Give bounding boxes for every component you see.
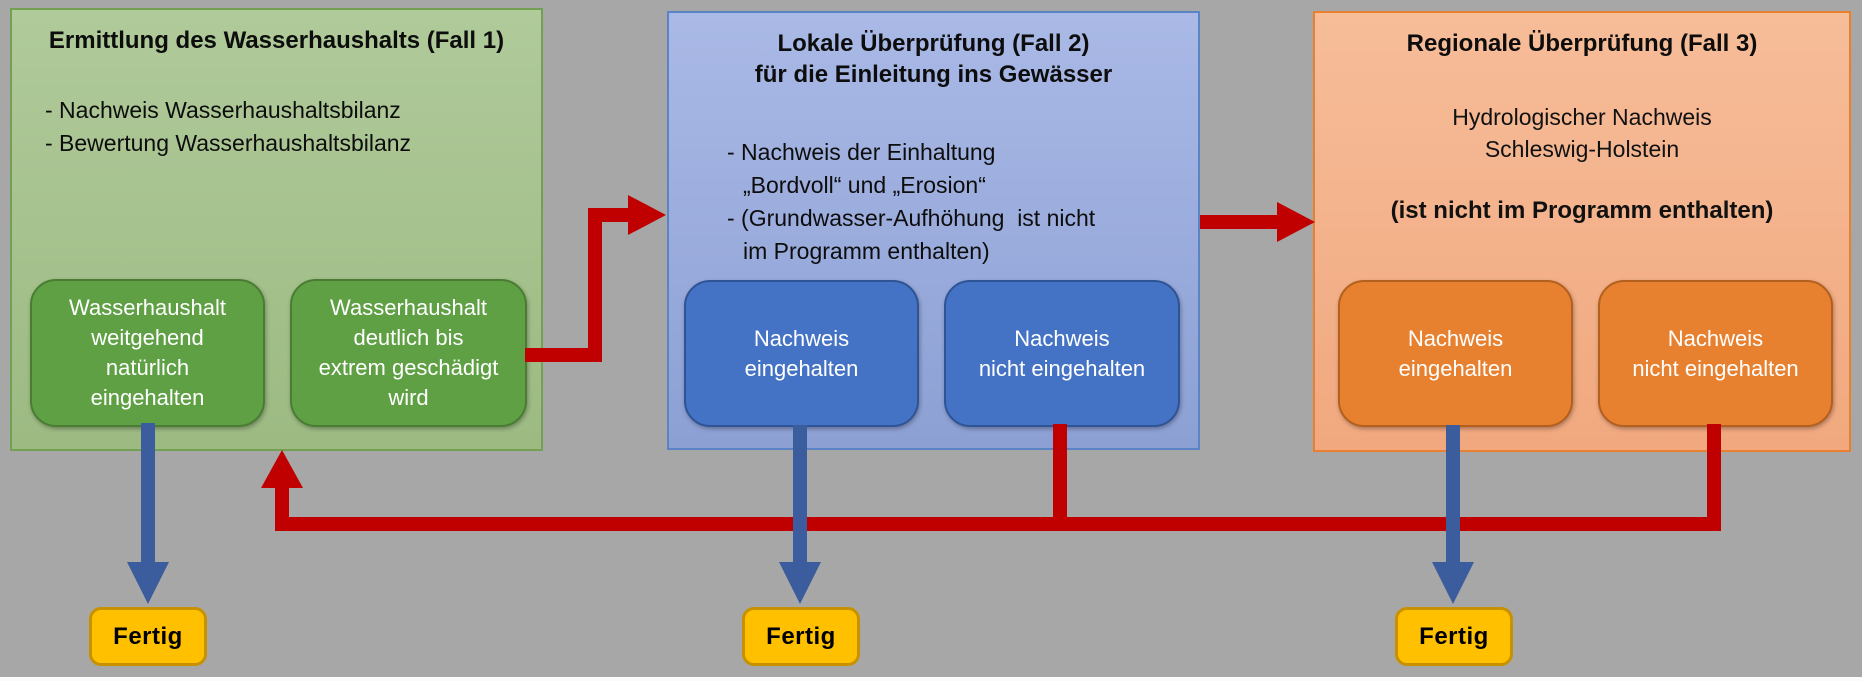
panel-fall1-bullets: - Nachweis Wasserhaushaltsbilanz - Bewer…	[45, 94, 541, 160]
chip-label: Wasserhaushalt deutlich bis extrem gesch…	[318, 295, 499, 410]
chip-label: Nachweis nicht eingehalten	[978, 325, 1146, 381]
panel-fall3: Regionale Überprüfung (Fall 3) Hydrologi…	[1313, 11, 1851, 452]
arrowhead-right-icon	[628, 195, 666, 235]
arrow-segment	[1053, 424, 1067, 531]
arrow-segment	[602, 208, 628, 222]
panel-fall1-title: Ermittlung des Wasserhaushalts (Fall 1)	[48, 27, 505, 54]
panel-fall3-subtitle: Hydrologischer Nachweis Schleswig-Holste…	[1452, 104, 1712, 162]
arrow-segment	[525, 348, 602, 362]
arrowhead-up-icon	[261, 450, 303, 488]
chip-wasserhaushalt-eingehalten: Wasserhaushalt weitgehend natürlich eing…	[30, 279, 265, 427]
panel-fall3-note: (ist nicht im Programm enthalten)	[1390, 197, 1774, 224]
terminal-fertig-fall3: Fertig	[1395, 607, 1513, 666]
bullet-item: „Bordvoll“ und „Erosion“	[743, 172, 986, 198]
arrow-segment	[1446, 425, 1460, 563]
chip-nachweis-nicht-eingehalten-lokal: Nachweis nicht eingehalten	[944, 280, 1180, 427]
bullet-item: - (Grundwasser-Aufhöhung ist nicht	[727, 205, 1096, 231]
terminal-fertig-fall1: Fertig	[89, 607, 207, 666]
arrowhead-down-icon	[1432, 562, 1474, 604]
arrowhead-right-icon	[1277, 202, 1315, 242]
bottom-edge-strip	[0, 677, 1862, 681]
terminal-label: Fertig	[1419, 622, 1489, 650]
chip-nachweis-eingehalten-lokal: Nachweis eingehalten	[684, 280, 919, 427]
terminal-fertig-fall2: Fertig	[742, 607, 860, 666]
arrow-segment	[275, 486, 289, 518]
arrow-segment	[793, 425, 807, 563]
terminal-label: Fertig	[113, 622, 183, 650]
bullet-item: - Bewertung Wasserhaushaltsbilanz	[45, 130, 412, 156]
arrow-segment	[588, 208, 602, 362]
arrowhead-down-icon	[779, 562, 821, 604]
chip-label: Nachweis eingehalten	[744, 325, 859, 381]
panel-fall2-bullets: - Nachweis der Einhaltung „Bordvoll“ und…	[727, 136, 1198, 268]
chip-wasserhaushalt-geschaedigt: Wasserhaushalt deutlich bis extrem gesch…	[290, 279, 527, 427]
bullet-item: - Nachweis Wasserhaushaltsbilanz	[45, 97, 401, 123]
arrow-segment	[1200, 215, 1277, 229]
panel-fall2-title-line1: Lokale Überprüfung (Fall 2)	[777, 30, 1090, 57]
panel-fall1: Ermittlung des Wasserhaushalts (Fall 1) …	[10, 8, 543, 451]
arrow-segment	[1707, 424, 1721, 531]
panel-fall2: Lokale Überprüfung (Fall 2) für die Einl…	[667, 11, 1200, 450]
panel-fall2-title: Lokale Überprüfung (Fall 2) für die Einl…	[669, 13, 1198, 90]
chip-label: Nachweis eingehalten	[1398, 325, 1513, 381]
arrowhead-down-icon	[127, 562, 169, 604]
chip-nachweis-eingehalten-regional: Nachweis eingehalten	[1338, 280, 1573, 427]
terminal-label: Fertig	[766, 622, 836, 650]
bullet-item: im Programm enthalten)	[743, 238, 990, 264]
arrow-segment	[275, 517, 1721, 531]
chip-label: Wasserhaushalt weitgehend natürlich eing…	[69, 295, 226, 410]
panel-fall3-title: Regionale Überprüfung (Fall 3)	[1406, 30, 1758, 57]
arrow-segment	[141, 423, 155, 563]
panel-fall2-title-line2: für die Einleitung ins Gewässer	[754, 61, 1113, 88]
chip-label: Nachweis nicht eingehalten	[1632, 325, 1799, 381]
chip-nachweis-nicht-eingehalten-regional: Nachweis nicht eingehalten	[1598, 280, 1833, 427]
bullet-item: - Nachweis der Einhaltung	[727, 139, 996, 165]
